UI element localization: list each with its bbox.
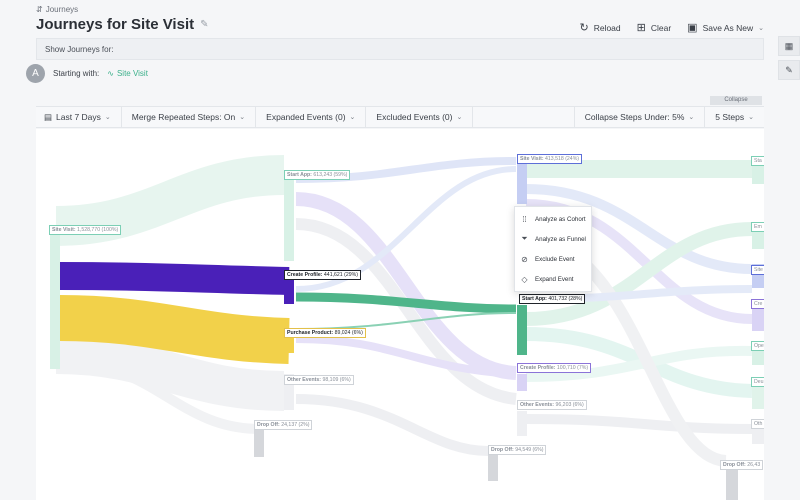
clear-icon: ⊞ <box>636 22 646 34</box>
node-drop-off-3 <box>488 451 498 481</box>
label-create-profile-2[interactable]: Create Profile: 441,621 (29%) <box>284 270 361 280</box>
node-other-events-2 <box>284 374 294 410</box>
label-drop-off-4[interactable]: Drop Off: 26,43 <box>720 460 764 470</box>
label-other-events-3[interactable]: Other Events: 96,203 (6%) <box>517 400 587 410</box>
filter-bar: ▤ Last 7 Days ⌄ Merge Repeated Steps: On… <box>36 106 764 128</box>
label-col4-4[interactable]: Ope <box>751 341 764 351</box>
flow-site-visit-to-create-profile <box>59 262 290 295</box>
flow-other-to-drop <box>295 394 489 456</box>
page-title-text: Journeys for Site Visit <box>36 16 195 33</box>
calendar-icon: ▤ <box>44 111 53 122</box>
chevron-down-icon: ⌄ <box>239 114 246 121</box>
reload-button[interactable]: ↻ Reload <box>579 22 621 34</box>
avatar: A <box>26 64 45 83</box>
excluded-events-filter[interactable]: Excluded Events (0) ⌄ <box>366 107 474 127</box>
flow-start-app-to-create-profile <box>295 192 517 380</box>
node-create-profile-3 <box>517 374 527 391</box>
flow-site-visit-to-start-app <box>55 155 285 246</box>
journeys-icon: ⇵ <box>36 5 43 14</box>
expanded-events-filter[interactable]: Expanded Events (0) ⌄ <box>256 107 367 127</box>
show-journeys-bar: Show Journeys for: <box>36 38 764 60</box>
page-title: Journeys for Site Visit ✎ <box>36 16 209 33</box>
label-drop-off-2[interactable]: Drop Off: 24,137 (2%) <box>254 420 313 430</box>
sankey-svg <box>50 155 764 500</box>
edit-icon: ✎ <box>785 64 793 75</box>
node-drop-off-2 <box>254 429 264 457</box>
flow-create-profile-to-start-app <box>295 292 517 314</box>
analyze-as-cohort-item[interactable]: ⁞⁞ Analyze as Cohort <box>515 209 591 229</box>
breadcrumb[interactable]: ⇵ Journeys <box>36 5 78 14</box>
top-actions: ↻ Reload ⊞ Clear ▣ Save As New ⌄ <box>579 21 764 34</box>
label-col4-0[interactable]: Sta <box>751 156 764 166</box>
event-icon: ∿ <box>107 69 114 78</box>
flow-create-profile-to-site-visit <box>295 166 517 292</box>
right-rail: ▦ ✎ <box>778 36 800 80</box>
node-col4-drop <box>726 461 738 500</box>
tag-icon: ◇ <box>521 274 528 284</box>
label-start-app-2[interactable]: Start App: 613,243 (59%) <box>284 170 351 180</box>
journey-sankey: Site Visit: 1,528,770 (100%) Start App: … <box>36 129 764 500</box>
date-range-filter[interactable]: ▤ Last 7 Days ⌄ <box>36 107 122 127</box>
label-drop-off-3[interactable]: Drop Off: 94,549 (6%) <box>488 445 547 455</box>
node-start-app-2 <box>284 176 294 261</box>
starting-event[interactable]: ∿ Site Visit <box>107 69 148 78</box>
node-other-events-3 <box>517 411 527 436</box>
funnel-icon: ⏷ <box>521 234 528 243</box>
chevron-down-icon: ⌄ <box>104 114 111 121</box>
flow-site-visit-to-drop-off <box>55 356 261 434</box>
flow-site-visit-to-purchase-product <box>59 295 290 364</box>
label-purchase-product-2[interactable]: Purchase Product: 89,024 (6%) <box>284 328 366 338</box>
label-site-visit-1[interactable]: Site Visit: 1,528,770 (100%) <box>49 225 122 235</box>
grid-icon: ▦ <box>784 40 794 51</box>
chevron-down-icon: ⌄ <box>349 114 356 121</box>
merge-repeated-filter[interactable]: Merge Repeated Steps: On ⌄ <box>122 107 257 127</box>
flow-other-3-to-4 <box>525 414 753 434</box>
node-site-visit-1 <box>50 227 60 369</box>
chevron-down-icon: ⌄ <box>748 114 754 121</box>
breadcrumb-label: Journeys <box>45 5 79 14</box>
expand-event-item[interactable]: ◇ Expand Event <box>521 274 574 284</box>
collapse-steps-filter[interactable]: Collapse Steps Under: 5% ⌄ <box>573 107 706 127</box>
save-as-new-button[interactable]: ▣ Save As New ⌄ <box>687 22 764 34</box>
label-create-profile-3[interactable]: Create Profile: 100,710 (7%) <box>517 363 592 373</box>
flow-start-app-to-other <box>295 218 517 405</box>
save-icon: ▣ <box>687 22 698 34</box>
flow-start-app-3-to-4 <box>525 222 753 326</box>
node-purchase-product-2 <box>284 333 294 353</box>
flow-site-visit-to-other-events <box>55 334 285 411</box>
exclude-icon: ⊘ <box>521 254 528 264</box>
node-site-visit-3 <box>517 164 527 204</box>
label-site-visit-3[interactable]: Site Visit: 413,518 (24%) <box>517 154 583 164</box>
label-col4-2[interactable]: Site <box>751 265 764 275</box>
chevron-down-icon: ⌄ <box>758 24 764 32</box>
show-journeys-label: Show Journeys for: <box>45 45 114 54</box>
label-col4-5[interactable]: Deu <box>751 377 764 387</box>
label-col4-3[interactable]: Cre <box>751 299 764 309</box>
reload-icon: ↻ <box>579 22 589 34</box>
notes-button[interactable]: ✎ <box>778 60 800 80</box>
analyze-as-funnel-item[interactable]: ⏷ Analyze as Funnel <box>521 234 586 243</box>
label-start-app-3[interactable]: Start App: 401,732 (28%) <box>519 294 586 304</box>
clear-button[interactable]: ⊞ Clear <box>636 22 672 34</box>
starting-with-row: A Starting with: ∿ Site Visit <box>26 64 148 83</box>
flow-purchase-to-create <box>295 335 517 378</box>
edit-title-icon[interactable]: ✎ <box>200 19 209 30</box>
chevron-down-icon: ⌄ <box>688 114 695 121</box>
exclude-event-item[interactable]: ⊘ Exclude Event <box>521 254 575 264</box>
starting-with-label: Starting with: <box>53 69 100 78</box>
cohort-grid-icon: ⁞⁞ <box>522 214 527 224</box>
node-start-app-3 <box>517 305 527 355</box>
event-context-menu: ⁞⁞ Analyze as Cohort ⏷ Analyze as Funnel… <box>514 206 592 292</box>
grid-view-button[interactable]: ▦ <box>778 36 800 56</box>
label-col4-6[interactable]: Oth <box>751 419 764 429</box>
label-other-events-2[interactable]: Other Events: 98,109 (6%) <box>284 375 354 385</box>
collapse-tag[interactable]: Collapse <box>710 96 762 105</box>
label-col4-1[interactable]: Em <box>751 222 764 232</box>
chevron-down-icon: ⌄ <box>456 114 463 121</box>
steps-filter[interactable]: 5 Steps ⌄ <box>715 112 754 122</box>
node-create-profile-2 <box>284 274 294 304</box>
flow-site-visit-3-to-4b <box>525 184 753 274</box>
